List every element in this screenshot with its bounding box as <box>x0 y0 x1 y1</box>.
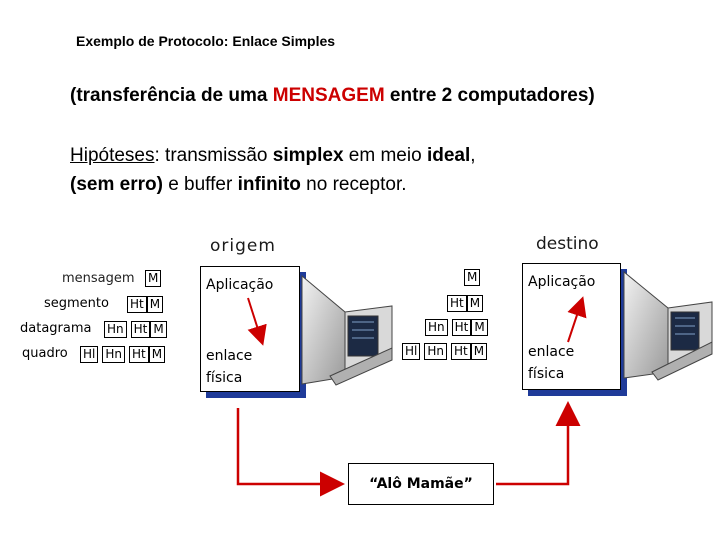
header-m: M <box>148 346 166 363</box>
hyp-text-6: no receptor. <box>300 174 407 195</box>
channel-arrow-origin <box>236 408 345 497</box>
header-m: M <box>466 295 484 312</box>
subtitle-highlight: MENSAGEM <box>272 85 385 106</box>
header-hn: Hn <box>425 319 448 336</box>
computer-icon <box>301 274 393 386</box>
header-m: M <box>470 343 488 360</box>
slide-subtitle: (transferência de uma MENSAGEM entre 2 c… <box>70 85 595 107</box>
header-ht: Ht <box>129 346 149 363</box>
header-ht: Ht <box>130 321 151 338</box>
origin-heading: origem <box>210 236 276 256</box>
origin-app-label: Aplicação <box>206 277 274 293</box>
header-ht: Ht <box>127 296 147 313</box>
hypotheses-text: Hipóteses: transmissão simplex em meio i… <box>70 141 476 199</box>
hyp-text-1: : transmissão <box>154 145 273 166</box>
channel-arrow-dest <box>496 401 581 486</box>
header-m: M <box>471 319 488 336</box>
hyp-ideal: ideal <box>426 145 471 166</box>
origin-message-pdu: M <box>145 270 162 287</box>
hyp-text-5: e buffer <box>162 174 238 195</box>
layer-label-datagrama: datagrama <box>20 321 92 336</box>
subtitle-post: entre 2 computadores) <box>384 85 595 106</box>
origin-down-arrow <box>247 297 267 346</box>
header-m: M <box>150 321 167 338</box>
destination-heading: destino <box>536 234 599 254</box>
header-hn: Hn <box>424 343 447 360</box>
header-m: M <box>146 296 164 313</box>
layer-label-quadro: quadro <box>22 346 68 361</box>
header-hl: Hl <box>80 346 99 363</box>
origin-link-label: enlace <box>206 348 253 364</box>
layer-label-segmento: segmento <box>44 296 109 311</box>
dest-app-label: Aplicação <box>528 274 596 290</box>
header-hn: Hn <box>104 321 127 338</box>
header-m: M <box>145 270 162 287</box>
header-m: M <box>464 269 481 286</box>
hypotheses-label: Hipóteses <box>70 145 155 166</box>
header-ht: Ht <box>451 319 472 336</box>
dest-phys-label: física <box>528 366 565 382</box>
layer-label-mensagem: mensagem <box>62 271 135 286</box>
dest-message-pdu: M <box>464 269 481 286</box>
dest-stack: Aplicação enlace física <box>522 263 621 390</box>
hyp-infinito: infinito <box>237 174 301 195</box>
slide-title: Exemplo de Protocolo: Enlace Simples <box>76 33 336 49</box>
header-ht: Ht <box>447 295 467 312</box>
hyp-sem-erro: (sem erro) <box>70 174 163 195</box>
hyp-simplex: simplex <box>272 145 344 166</box>
header-hl: Hl <box>402 343 421 360</box>
subtitle-pre: (transferência de uma <box>70 85 273 106</box>
header-hn: Hn <box>102 346 125 363</box>
message-box: “Alô Mamãe” <box>348 463 494 505</box>
hyp-text-2: em meio <box>343 145 427 166</box>
dest-link-label: enlace <box>528 344 575 360</box>
origin-phys-label: física <box>206 370 243 386</box>
hyp-text-3: , <box>470 145 476 166</box>
header-ht: Ht <box>451 343 471 360</box>
computer-icon <box>623 270 713 381</box>
dest-up-arrow <box>567 296 587 343</box>
